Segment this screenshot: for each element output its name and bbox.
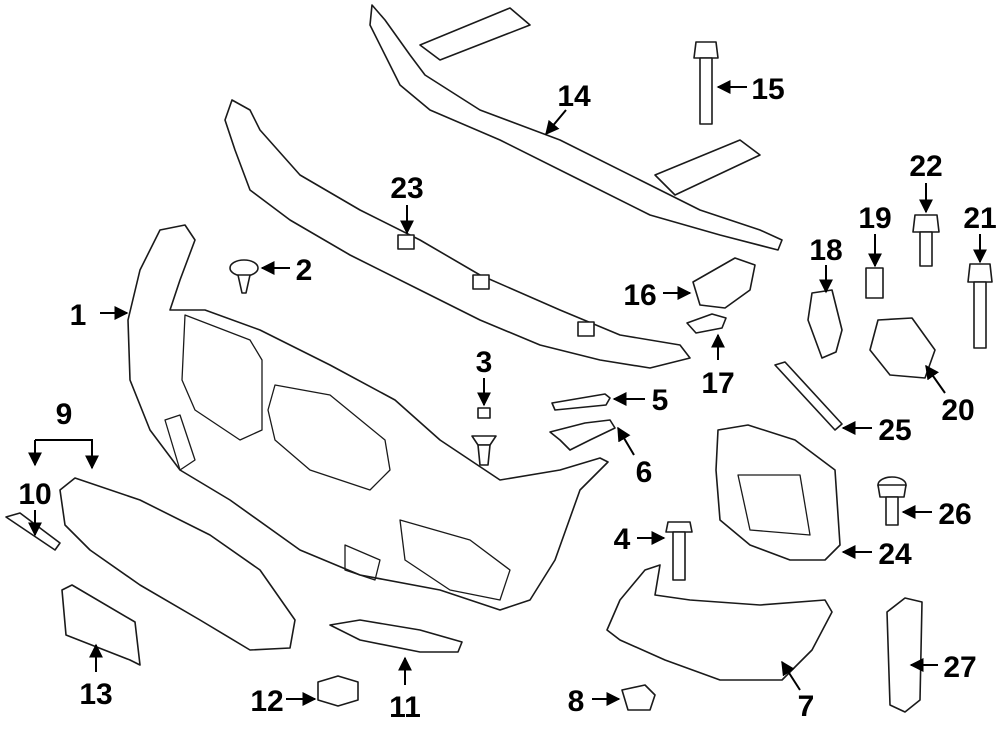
part-27-reflector [886, 597, 923, 713]
part-26-bolt [877, 476, 907, 526]
callout-18: 18 [809, 234, 842, 267]
callout-6: 6 [636, 456, 653, 489]
callout-24: 24 [878, 538, 912, 571]
part-2-clip [229, 259, 259, 294]
callout-27: 27 [943, 651, 976, 684]
callout-15: 15 [751, 73, 784, 106]
callout-22: 22 [909, 150, 942, 183]
callout-17: 17 [701, 367, 734, 400]
callout-14: 14 [557, 80, 591, 113]
part-6-bracket [549, 419, 616, 451]
callout-7: 7 [798, 690, 815, 723]
callout-21: 21 [963, 202, 996, 235]
callout-26: 26 [938, 498, 971, 531]
part-4-bolt [665, 521, 693, 581]
part-9-lower-grille [59, 477, 296, 651]
part-25-strip [774, 361, 843, 431]
part-15-bolt [693, 41, 719, 125]
leader-lines [28, 80, 987, 706]
part-18-bracket [807, 289, 843, 359]
part-14-reinforcement [369, 4, 783, 251]
callout-25: 25 [878, 414, 911, 447]
part-23-absorber [224, 99, 691, 369]
part-1-bumper-cover [127, 224, 609, 611]
callout-2: 2 [296, 254, 313, 287]
part-12-nut [317, 675, 359, 707]
part-21-bolt [967, 263, 993, 349]
part-7-lower-bracket [606, 564, 833, 681]
part-10-clip [5, 512, 61, 551]
callout-8: 8 [568, 685, 585, 718]
part-19-clip [865, 267, 884, 299]
callout-9: 9 [56, 398, 73, 431]
callout-4: 4 [614, 523, 631, 556]
callout-13: 13 [79, 678, 112, 711]
part-17-clip [686, 313, 727, 334]
callout-5: 5 [652, 384, 669, 417]
callout-12: 12 [250, 685, 283, 718]
part-3-clip [471, 407, 497, 466]
callout-labels: 1 2 3 4 5 6 7 8 9 10 11 12 13 14 15 16 1… [18, 73, 996, 724]
part-8-nut [621, 684, 656, 711]
part-20-bracket [869, 317, 936, 379]
part-5-bracket [551, 393, 611, 411]
part-22-bolt [912, 214, 940, 267]
callout-20: 20 [941, 394, 974, 427]
callout-23: 23 [390, 172, 423, 205]
callout-1: 1 [70, 299, 87, 332]
part-24-carrier [715, 424, 841, 561]
callout-11: 11 [389, 691, 421, 724]
part-11-trim [329, 619, 463, 653]
callout-3: 3 [476, 346, 493, 379]
callout-19: 19 [858, 202, 891, 235]
callout-16: 16 [623, 279, 656, 312]
callout-10: 10 [18, 478, 51, 511]
part-16-bracket [692, 257, 756, 309]
part-13-license-bracket [61, 584, 141, 666]
